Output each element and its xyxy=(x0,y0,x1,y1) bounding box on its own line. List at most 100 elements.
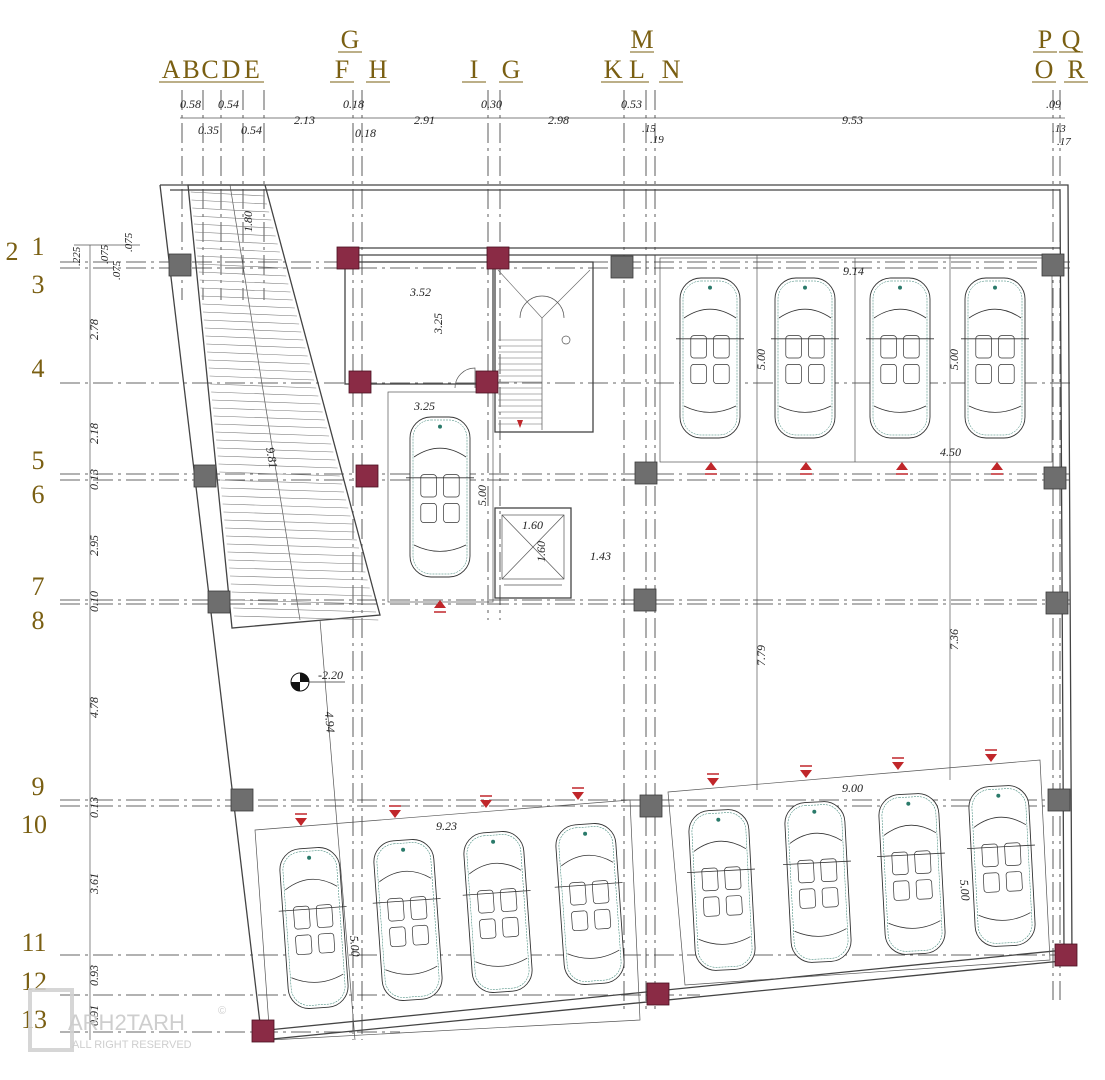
grid-label-left: 3 xyxy=(32,270,45,299)
grid-label-top: A xyxy=(162,55,181,84)
dim-top: 2.91 xyxy=(414,113,435,127)
car xyxy=(687,809,756,971)
car xyxy=(278,847,349,1009)
dim-right-bay-w: 9.14 xyxy=(843,264,864,278)
grid-label-top: Q xyxy=(1062,25,1081,54)
dim-ramp-diag: 4.94 xyxy=(322,711,338,733)
watermark: ARH2TARH ALL RIGHT RESERVED © xyxy=(28,988,226,1052)
direction-arrow xyxy=(707,773,719,786)
car xyxy=(462,831,533,993)
dim-elevator-gap: 1.43 xyxy=(590,549,611,563)
dim-top: .15 xyxy=(642,123,656,135)
dim-top: .19 xyxy=(650,134,664,146)
dimension-texts: 0.58 0.54 0.18 0.30 0.53 .09 0.35 0.54 2… xyxy=(71,97,1071,1026)
dim-left: .075 xyxy=(111,260,123,280)
dim-left: 0.13 xyxy=(87,469,101,490)
car xyxy=(676,277,744,439)
direction-arrow xyxy=(985,749,997,762)
watermark-brand: ARH2TARH xyxy=(68,1010,185,1035)
column xyxy=(1045,591,1069,615)
dim-bottom-len2: 5.00 xyxy=(957,879,973,901)
column xyxy=(1054,943,1078,967)
grid-label-top: P xyxy=(1038,25,1052,54)
grid-label-top: I xyxy=(470,55,479,84)
direction-arrow xyxy=(295,813,307,826)
car xyxy=(866,277,934,439)
structural-columns xyxy=(168,246,1078,1043)
car xyxy=(961,277,1029,439)
column xyxy=(1043,466,1067,490)
dim-left: 2.78 xyxy=(87,319,101,340)
column xyxy=(633,588,657,612)
column xyxy=(230,788,254,812)
grid-label-top: C xyxy=(201,55,218,84)
dim-stair-room-h: 3.25 xyxy=(431,313,445,335)
grid-label-left: 10 xyxy=(21,810,47,839)
grid-label-top: H xyxy=(369,55,388,84)
dim-bottom-right-w: 9.00 xyxy=(842,781,863,795)
dim-left: 4.78 xyxy=(87,697,101,718)
dim-bottom-left-w: 9.23 xyxy=(436,819,457,833)
direction-arrow xyxy=(800,765,812,778)
watermark-rights: ALL RIGHT RESERVED xyxy=(72,1039,192,1051)
car xyxy=(783,801,852,963)
dim-top: 0.35 xyxy=(198,123,219,137)
grid-label-left: 6 xyxy=(32,480,45,509)
dim-top: .17 xyxy=(1057,136,1071,148)
dim-top: 0.58 xyxy=(180,97,201,111)
dim-elevator-w: 1.60 xyxy=(522,518,543,532)
column xyxy=(1047,788,1071,812)
watermark-mark: © xyxy=(218,1005,226,1017)
column xyxy=(355,464,379,488)
grid-label-top: M xyxy=(630,25,653,54)
dim-aisle-2: 7.36 xyxy=(947,629,961,650)
dim-left: 2.95 xyxy=(87,535,101,556)
dim-top: 0.54 xyxy=(218,97,239,111)
car xyxy=(877,793,946,955)
column xyxy=(634,461,658,485)
dim-top: 0.30 xyxy=(481,97,502,111)
parked-cars xyxy=(278,277,1036,1009)
dimension-lines xyxy=(74,117,1065,1040)
dim-left: .225 xyxy=(71,246,83,266)
column xyxy=(207,590,231,614)
grid-label-top: G xyxy=(341,25,360,54)
dim-car-bay-w: 3.25 xyxy=(413,399,435,413)
dim-right-half: 4.50 xyxy=(940,445,961,459)
dim-aisle-1: 7.79 xyxy=(754,645,768,666)
direction-arrow xyxy=(480,795,492,808)
grid-label-left: 1 xyxy=(32,232,45,261)
dim-top: 0.18 xyxy=(343,97,364,111)
direction-arrow xyxy=(572,787,584,800)
dim-top: 0.54 xyxy=(241,123,262,137)
car xyxy=(406,416,474,578)
column xyxy=(646,982,670,1006)
dim-left: 0.93 xyxy=(87,965,101,986)
direction-arrow xyxy=(892,757,904,770)
car xyxy=(554,823,625,985)
dim-top: 9.53 xyxy=(842,113,863,127)
stair-core xyxy=(344,261,594,433)
dim-ramp-length: 9.81 xyxy=(263,446,280,469)
grid-label-top: R xyxy=(1067,55,1085,84)
grid-label-left: 2 xyxy=(6,237,19,266)
direction-arrow xyxy=(800,462,812,475)
grid-label-left: 13 xyxy=(21,1005,47,1034)
column xyxy=(610,255,634,279)
dim-left: .075 xyxy=(123,232,135,252)
dim-top: 0.53 xyxy=(621,97,642,111)
dim-top: 2.98 xyxy=(548,113,569,127)
direction-arrow xyxy=(705,462,717,475)
grid-label-left: 5 xyxy=(32,446,45,475)
column xyxy=(486,246,510,270)
dim-right-bay-len2: 5.00 xyxy=(947,349,961,370)
grid-label-top: D xyxy=(222,55,241,84)
direction-arrow xyxy=(434,600,446,613)
dim-left: 0.91 xyxy=(87,1005,101,1026)
grid-label-left: 9 xyxy=(32,772,45,801)
dim-left: 0.13 xyxy=(87,797,101,818)
grid-label-top: O xyxy=(1035,55,1054,84)
dim-left: 0.10 xyxy=(87,591,101,612)
